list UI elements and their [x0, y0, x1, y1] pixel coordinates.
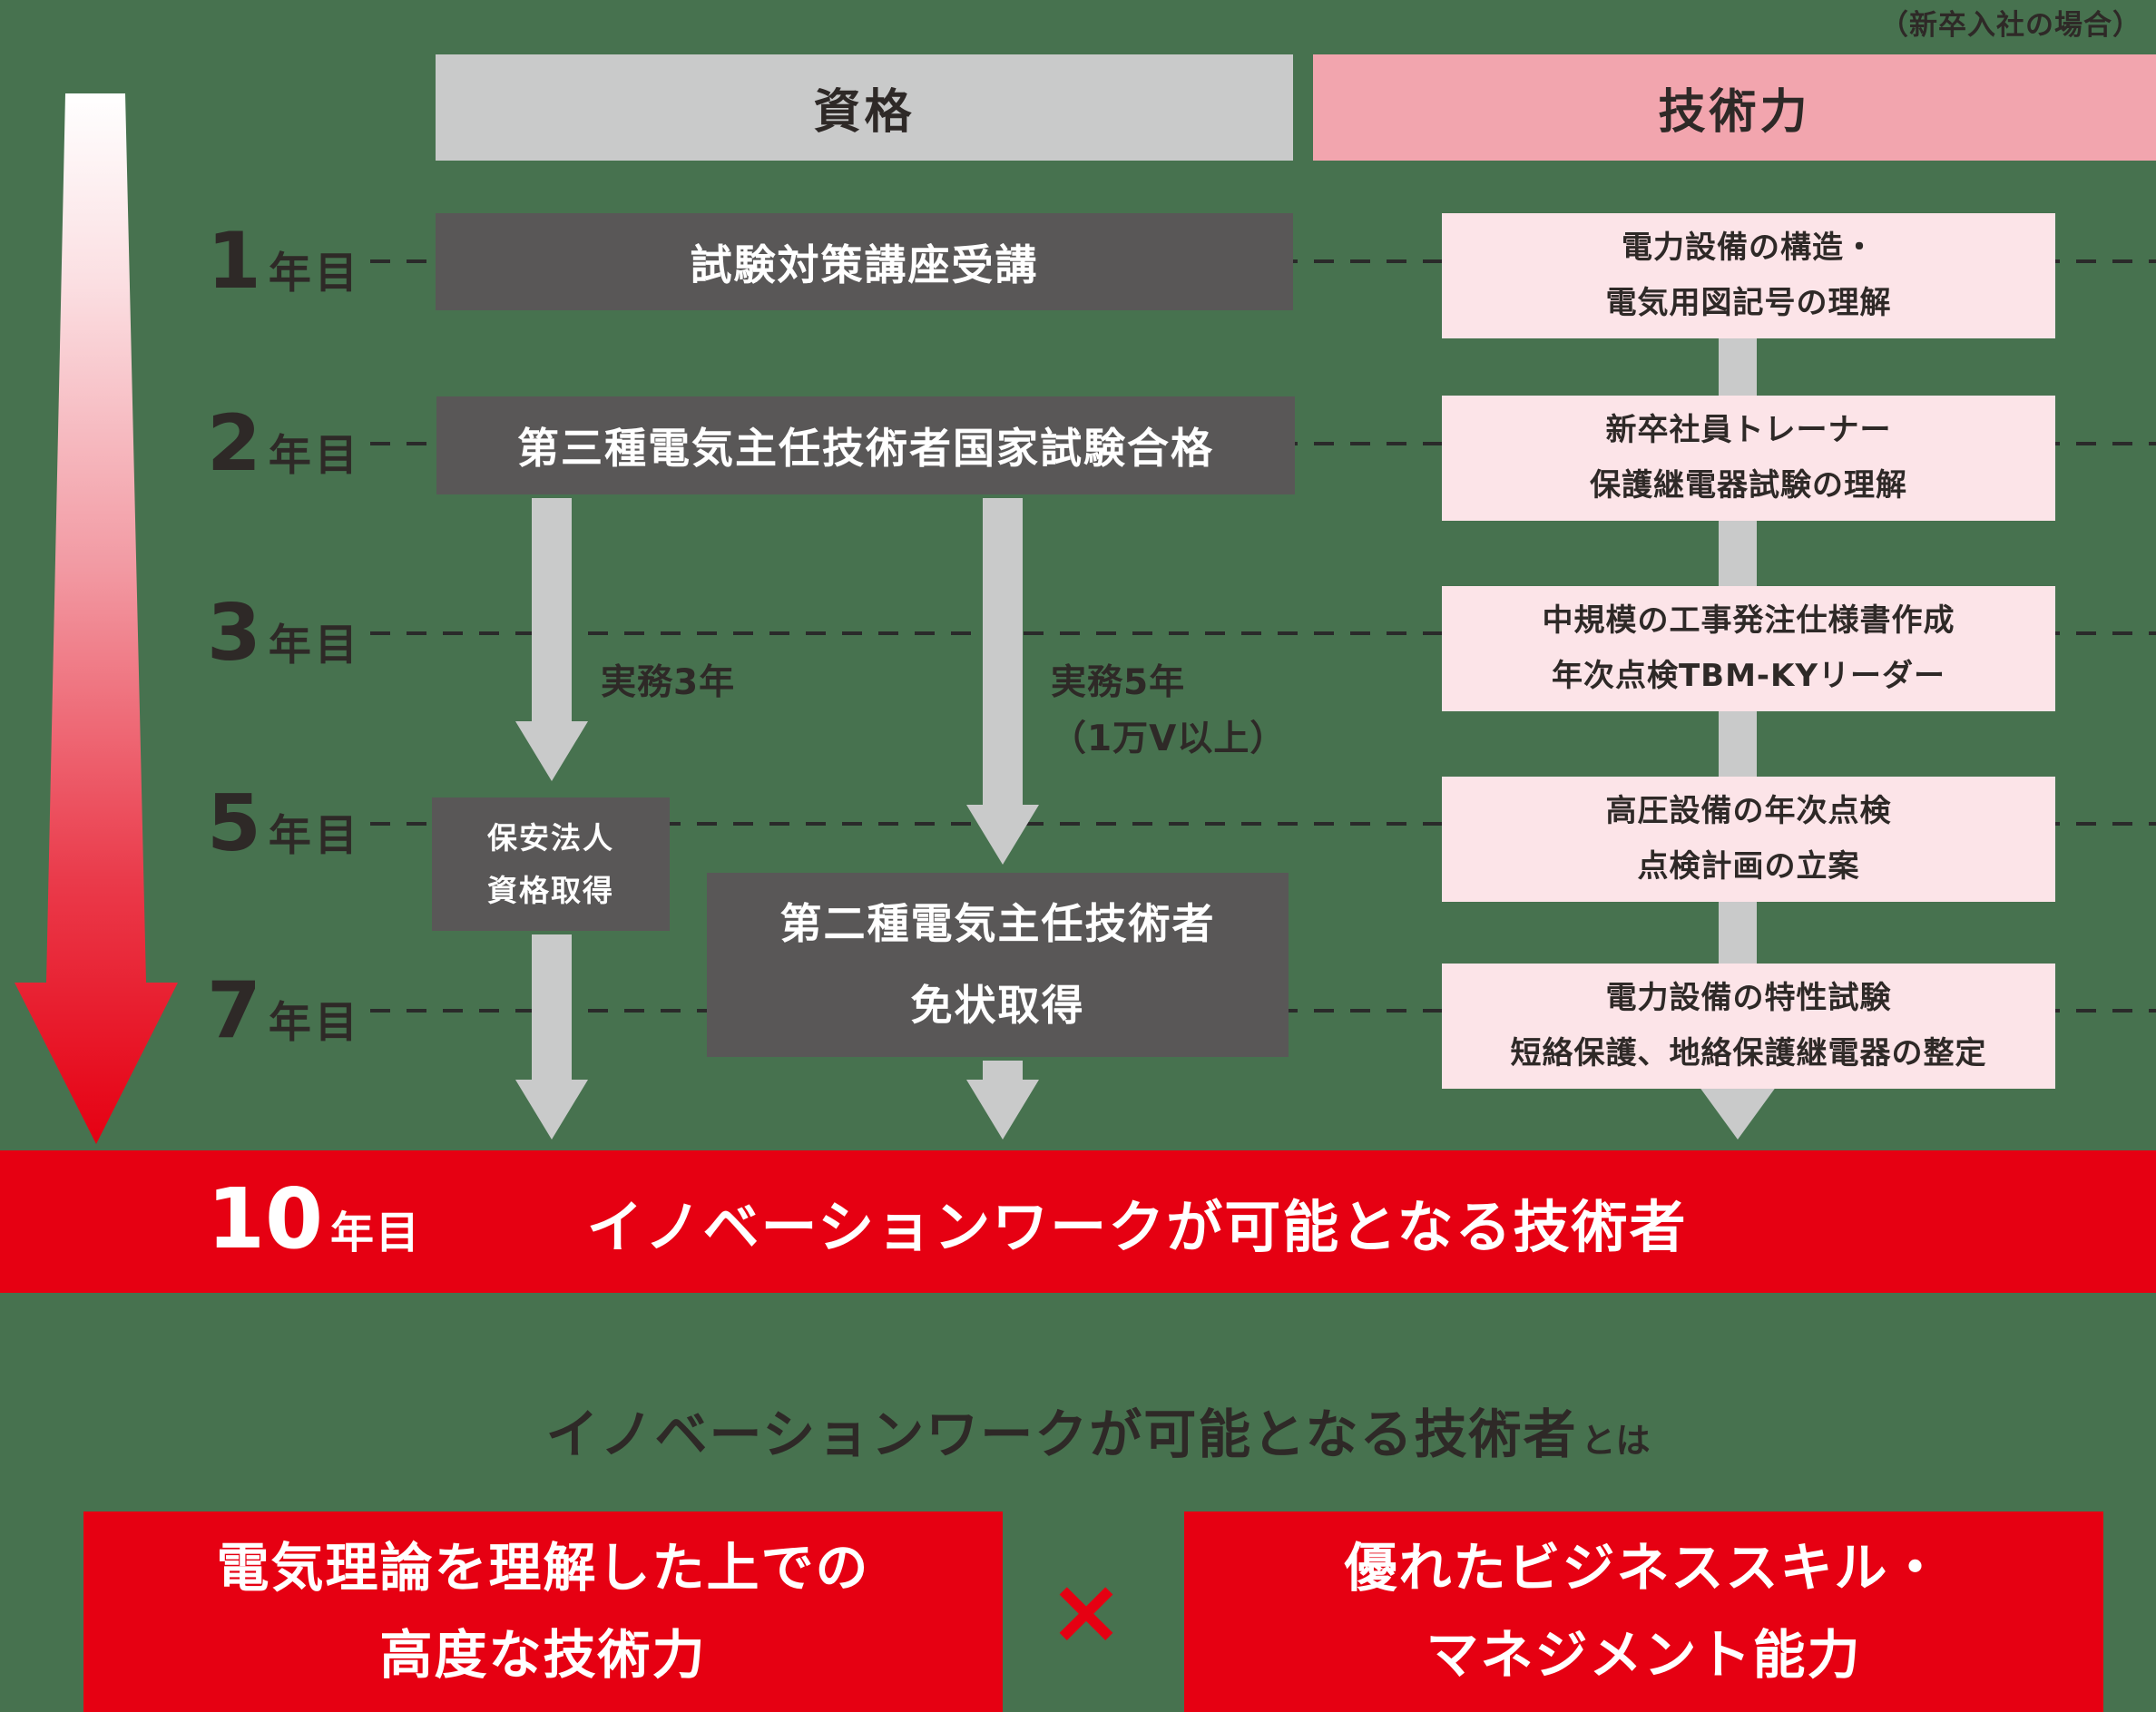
note-new-graduate-case: （新卒入社の場合）	[1880, 9, 2141, 42]
year-3-number: 3	[207, 588, 263, 679]
practice-5years-line2: （1万V以上）	[1051, 719, 1287, 760]
technical-box-year2: 新卒社員トレーナー 保護継電器試験の理解	[1442, 396, 2055, 521]
practice-5years-line1: 実務5年	[1051, 662, 1186, 703]
red-timeline-arrow-icon	[0, 93, 201, 1148]
technical-box-year5-line1: 高圧設備の年次点検	[1605, 792, 1892, 829]
year-label-1: 1 年目	[207, 222, 361, 304]
technical-box-year2-line1: 新卒社員トレーナー	[1605, 411, 1892, 448]
goal-banner-text: イノベーションワークが可能となる技術者	[586, 1193, 1688, 1260]
practice-5years-label: 実務5年 （1万V以上）	[1051, 655, 1286, 768]
bottom-title-main: イノベーションワークが可能となる技術者	[545, 1404, 1578, 1465]
bottom-right-line2: マネジメント能力	[1426, 1623, 1862, 1686]
year-2-suffix: 年目	[268, 431, 361, 481]
year-label-3: 3 年目	[207, 594, 361, 676]
year-7-suffix: 年目	[268, 998, 361, 1048]
year-2-number: 2	[207, 398, 263, 489]
box-class3-national-exam-label: 第三種電気主任技術者国家試験合格	[517, 424, 1214, 473]
year-label-5: 5 年目	[207, 785, 361, 866]
arrow-practice3-icon	[515, 498, 588, 781]
year-3-suffix: 年目	[268, 621, 361, 670]
year-7-number: 7	[207, 965, 263, 1056]
header-qualification: 資格	[436, 54, 1293, 161]
year-10-suffix: 年目	[330, 1208, 422, 1258]
year-5-suffix: 年目	[268, 811, 361, 861]
technical-box-year5: 高圧設備の年次点検 点検計画の立案	[1442, 777, 2055, 902]
technical-box-year2-line2: 保護継電器試験の理解	[1590, 467, 1907, 504]
technical-box-year7: 電力設備の特性試験 短絡保護、地絡保護継電器の整定	[1442, 964, 2055, 1089]
year-5-number: 5	[207, 778, 263, 869]
class2-box-line2: 免状取得	[910, 980, 1085, 1030]
practice-3years-label: 実務3年	[601, 662, 736, 703]
hoan-box-line1: 保安法人	[487, 819, 614, 856]
arrow-technical-to-goal-icon	[1694, 1080, 1781, 1140]
arrow-practice5-icon	[966, 498, 1039, 865]
arrow-hoan-to-goal-icon	[515, 934, 588, 1140]
year-3-dashed-line	[370, 631, 2156, 635]
technical-box-year7-line1: 電力設備の特性試験	[1605, 979, 1892, 1016]
box-safety-corporation-qualification: 保安法人 資格取得	[432, 797, 670, 931]
year-1-number: 1	[207, 216, 263, 307]
bottom-box-technical-ability: 電気理論を理解した上での 高度な技術力	[83, 1511, 1003, 1712]
bottom-section-title: イノベーションワークが可能となる技術者 とは	[545, 1392, 1650, 1468]
bottom-box-business-skill: 優れたビジネススキル・ マネジメント能力	[1184, 1511, 2103, 1712]
bottom-left-line1: 電気理論を理解した上での	[216, 1536, 870, 1599]
year-label-2: 2 年目	[207, 405, 361, 486]
bottom-title-suffix: とは	[1581, 1421, 1651, 1461]
box-class3-national-exam: 第三種電気主任技術者国家試験合格	[436, 396, 1295, 494]
year-1-suffix: 年目	[268, 249, 361, 298]
year-10-number: 10	[207, 1170, 324, 1267]
bottom-right-line1: 優れたビジネススキル・	[1344, 1536, 1944, 1599]
technical-box-year1-line2: 電気用図記号の理解	[1605, 285, 1892, 321]
technical-box-year7-line2: 短絡保護、地絡保護継電器の整定	[1510, 1035, 1987, 1071]
multiply-sign-icon: ×	[1048, 1558, 1124, 1664]
technical-box-year3-line1: 中規模の工事発注仕様書作成	[1542, 602, 1955, 639]
box-exam-prep-course: 試験対策講座受講	[436, 213, 1293, 310]
box-class2-license: 第二種電気主任技術者 免状取得	[707, 873, 1289, 1057]
year-label-10: 10 年目	[207, 1150, 421, 1293]
technical-box-year1: 電力設備の構造・ 電気用図記号の理解	[1442, 213, 2055, 338]
technical-box-year5-line2: 点検計画の立案	[1637, 848, 1860, 885]
class2-box-line1: 第二種電気主任技術者	[779, 898, 1216, 948]
year10-goal-banner: 10 年目 イノベーションワークが可能となる技術者	[0, 1150, 2156, 1293]
header-technical-skill: 技術力	[1313, 54, 2156, 161]
year-label-7: 7 年目	[207, 972, 361, 1053]
box-exam-prep-course-label: 試験対策講座受講	[690, 240, 1039, 289]
year-5-dashed-line	[370, 822, 2156, 826]
bottom-left-line2: 高度な技術力	[379, 1623, 707, 1686]
technical-box-year3: 中規模の工事発注仕様書作成 年次点検TBM-KYリーダー	[1442, 586, 2055, 711]
technical-box-year1-line1: 電力設備の構造・	[1622, 229, 1876, 266]
arrow-class2-to-goal-icon	[966, 1061, 1039, 1140]
hoan-box-line2: 資格取得	[487, 872, 614, 908]
technical-box-year3-line2: 年次点検TBM-KYリーダー	[1551, 658, 1946, 694]
